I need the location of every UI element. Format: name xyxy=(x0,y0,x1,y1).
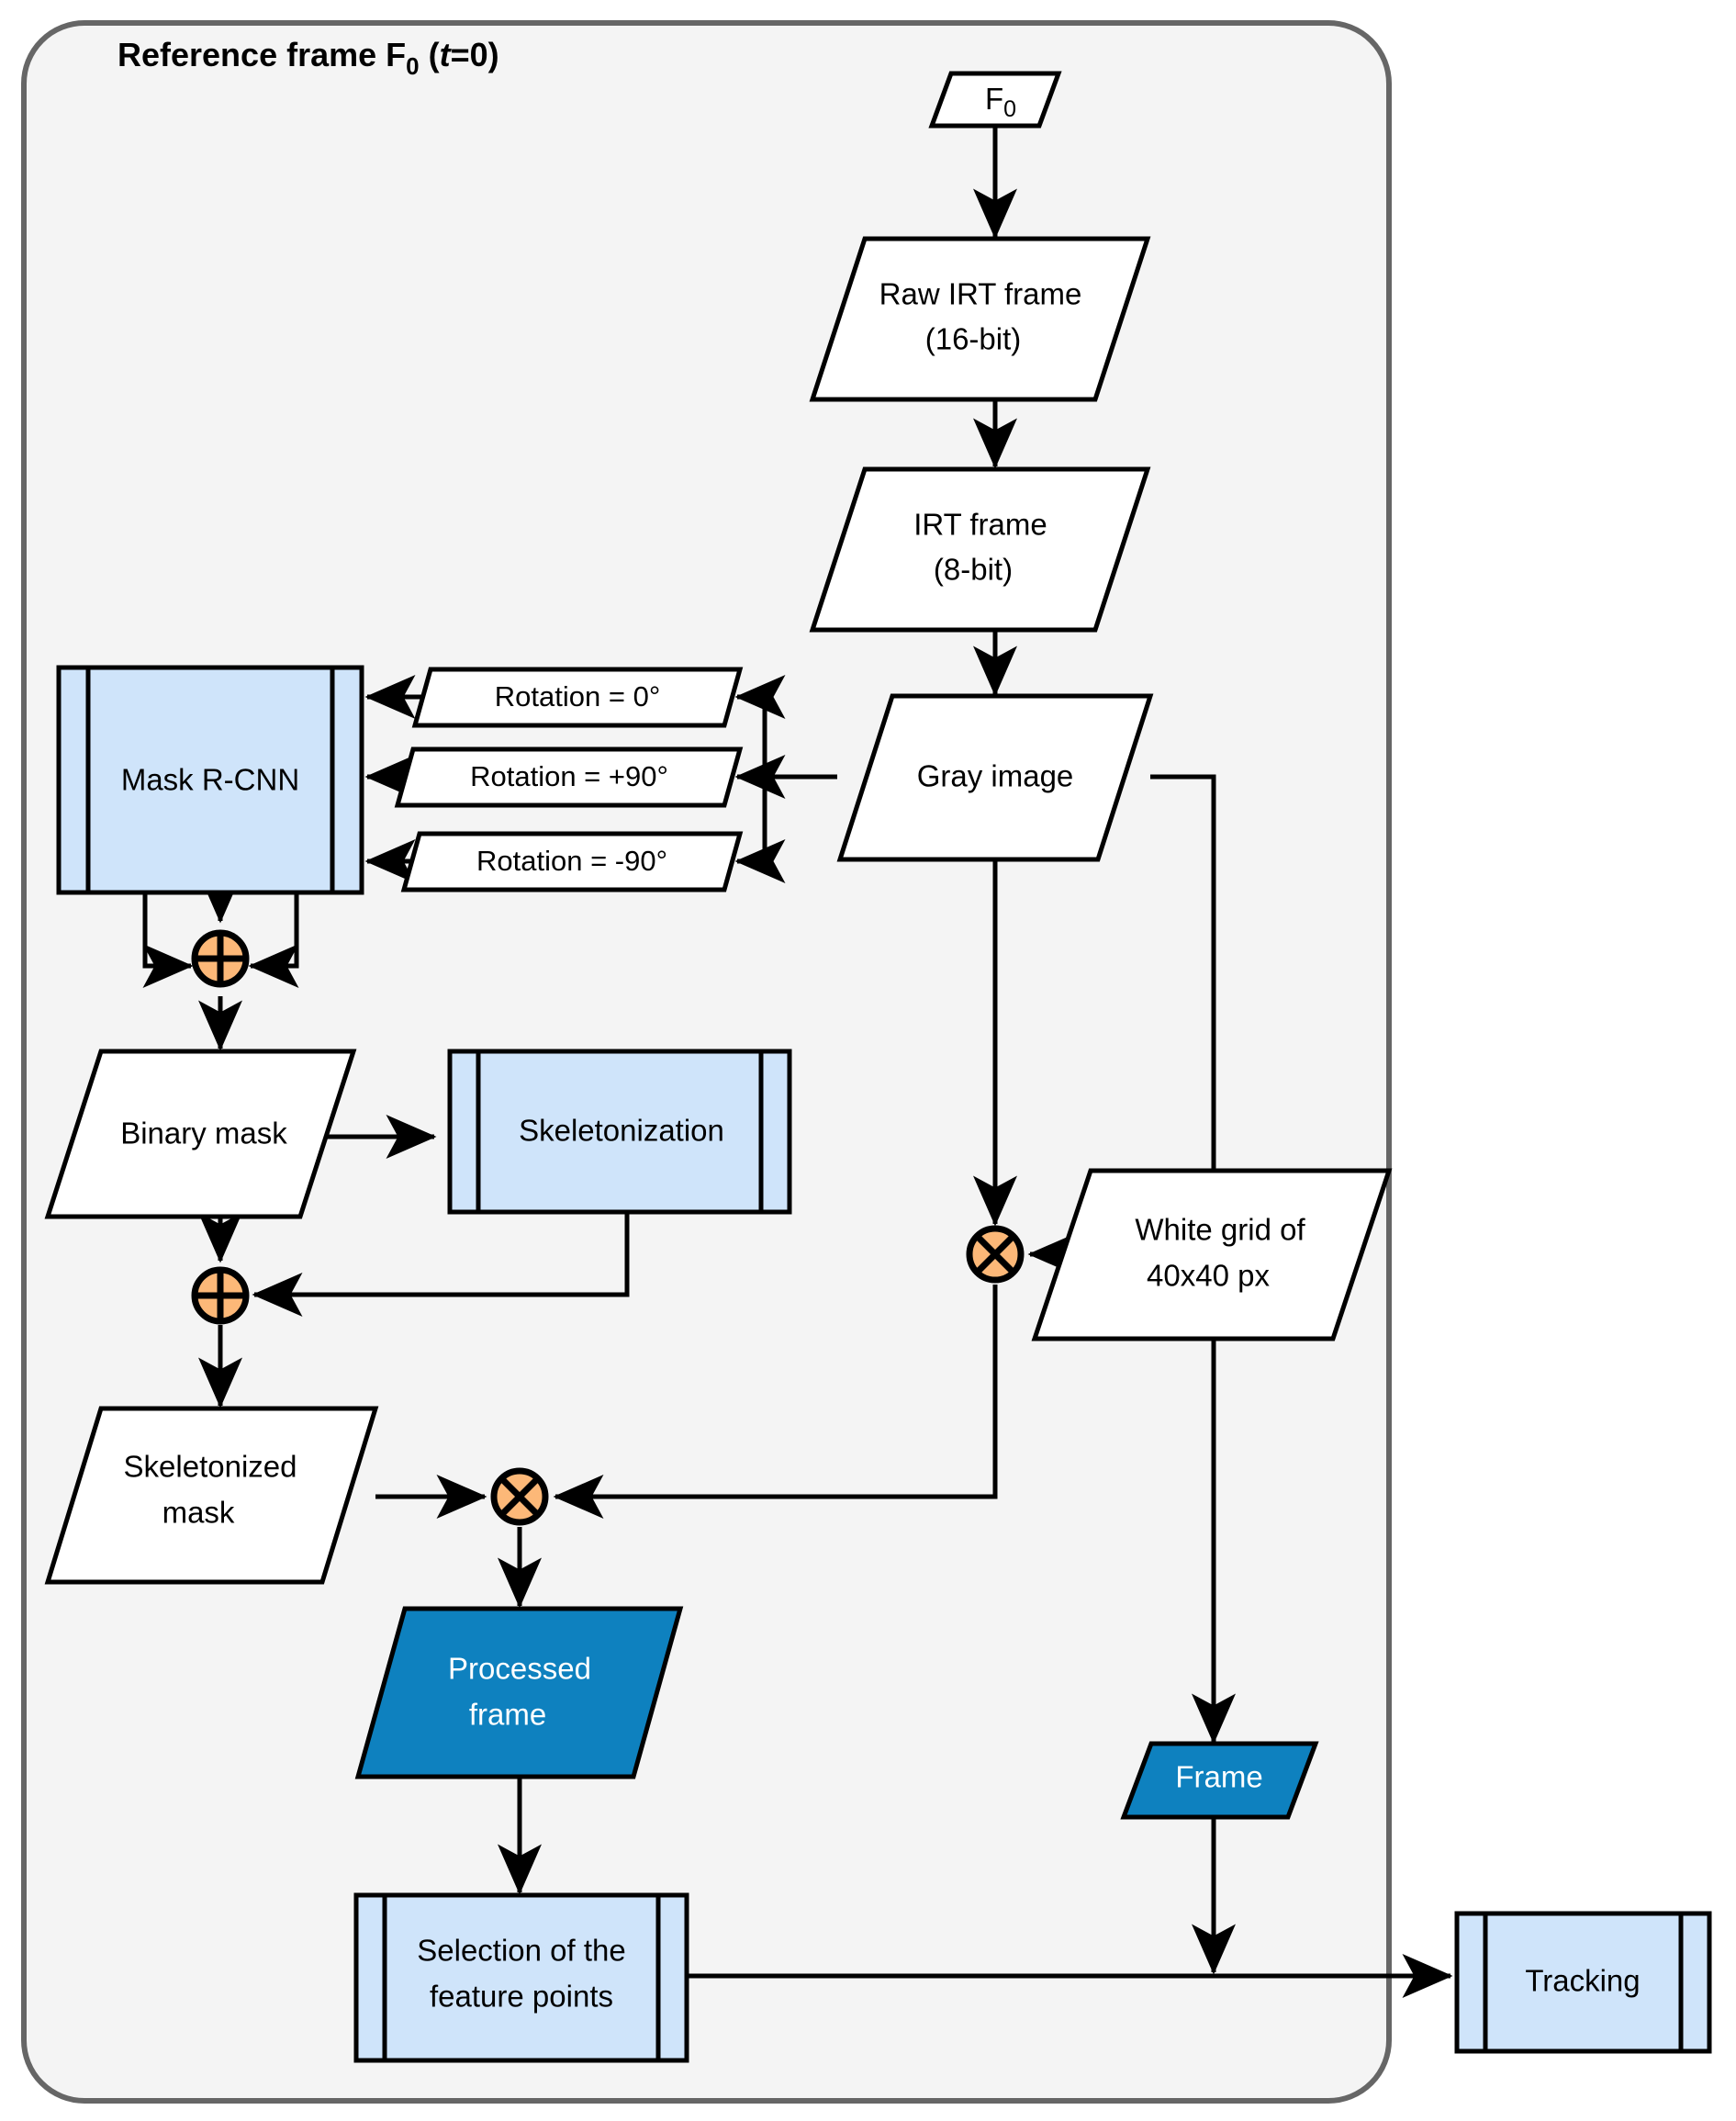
raw-irt-line1: Raw IRT frame xyxy=(879,277,1082,311)
node-f0[interactable]: F0 xyxy=(928,71,1062,129)
irt-line1: IRT frame xyxy=(913,508,1047,542)
mul-junction-bottom xyxy=(490,1467,549,1526)
gray-image-label: Gray image xyxy=(917,759,1074,793)
node-mask-rcnn[interactable]: Mask R-CNN xyxy=(56,665,364,895)
node-tracking[interactable]: Tracking xyxy=(1454,1911,1712,2054)
mask-rcnn-label: Mask R-CNN xyxy=(121,763,299,797)
node-irt-frame[interactable]: IRT frame (8-bit) xyxy=(809,466,1151,633)
mul-junction-right xyxy=(966,1225,1025,1284)
f0-subscript: 0 xyxy=(1003,96,1016,122)
link-maskrcnn-right-to-sum xyxy=(248,892,299,988)
title-open: ( xyxy=(420,36,440,73)
skeletonized-line2: mask xyxy=(162,1496,235,1530)
tracking-label: Tracking xyxy=(1525,1964,1640,1998)
raw-irt-line2: (16-bit) xyxy=(925,322,1022,356)
node-white-grid[interactable]: White grid of 40x40 px xyxy=(1031,1168,1393,1341)
selection-line2: feature points xyxy=(430,1980,613,2014)
node-gray-image[interactable]: Gray image xyxy=(836,693,1154,862)
rotation-0-label: Rotation = 0° xyxy=(495,680,660,713)
link-mulright-to-mulbottom xyxy=(553,1285,998,1519)
node-selection-feature-points[interactable]: Selection of the feature points xyxy=(353,1892,689,2063)
svg-text:F0: F0 xyxy=(985,82,1016,122)
title-prefix: Reference frame F xyxy=(118,36,406,73)
sum-junction-top xyxy=(191,929,250,988)
sum-junction-mid xyxy=(191,1266,250,1325)
skeletonization-label: Skeletonization xyxy=(519,1114,724,1148)
f0-label: F xyxy=(985,82,1003,116)
node-binary-mask[interactable]: Binary mask xyxy=(44,1049,357,1219)
link-gray-right-to-whitegrid xyxy=(1150,774,1216,1169)
title-italic-t: t xyxy=(440,36,453,73)
selection-line1: Selection of the xyxy=(417,1934,626,1968)
link-skeletonization-to-sum2 xyxy=(252,1212,630,1317)
node-rotation-0[interactable]: Rotation = 0° xyxy=(411,667,744,728)
node-raw-irt-frame[interactable]: Raw IRT frame (16-bit) xyxy=(809,236,1151,402)
node-frame[interactable]: Frame xyxy=(1120,1741,1319,1820)
node-skeletonization[interactable]: Skeletonization xyxy=(447,1049,792,1215)
node-processed-frame[interactable]: Processed frame xyxy=(354,1606,684,1779)
title-close: =0) xyxy=(451,36,499,73)
title-subscript: 0 xyxy=(406,52,419,80)
binary-mask-label: Binary mask xyxy=(120,1117,287,1150)
node-rotation-minus90[interactable]: Rotation = -90° xyxy=(400,831,744,892)
processed-line2: frame xyxy=(469,1698,546,1732)
rotation-minus90-label: Rotation = -90° xyxy=(476,845,667,877)
white-grid-line1: White grid of xyxy=(1135,1213,1305,1247)
skeletonized-line1: Skeletonized xyxy=(124,1450,297,1484)
link-maskrcnn-left-to-sum xyxy=(142,892,194,988)
node-skeletonized-mask[interactable]: Skeletonized mask xyxy=(44,1406,379,1585)
node-rotation-plus90[interactable]: Rotation = +90° xyxy=(394,746,744,808)
irt-line2: (8-bit) xyxy=(934,553,1013,587)
page-title: Reference frame F0 (t=0) xyxy=(118,36,499,80)
white-grid-line2: 40x40 px xyxy=(1147,1259,1270,1293)
processed-line1: Processed xyxy=(448,1652,591,1686)
rotation-plus90-label: Rotation = +90° xyxy=(470,760,668,792)
frame-label: Frame xyxy=(1175,1760,1262,1794)
